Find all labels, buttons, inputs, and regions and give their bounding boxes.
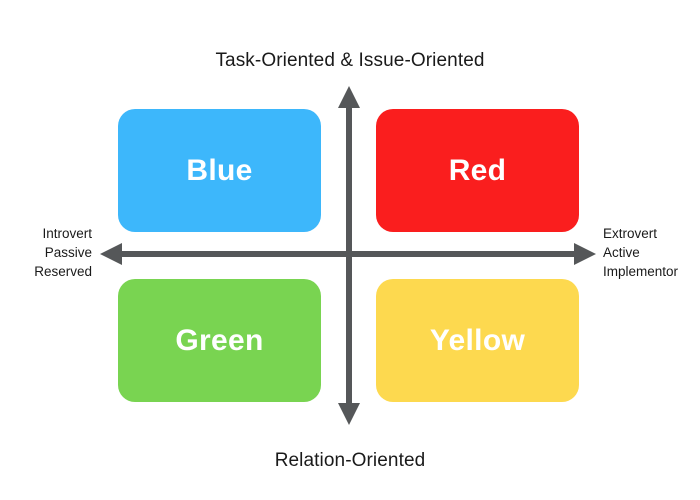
arrow-up-icon	[338, 86, 360, 108]
horizontal-axis-line	[115, 251, 585, 257]
left-axis-label-3: Reserved	[34, 264, 92, 279]
quadrant-red[interactable]: Red	[376, 109, 579, 232]
arrow-left-icon	[100, 243, 122, 265]
quadrant-yellow[interactable]: Yellow	[376, 279, 579, 402]
quadrant-red-label: Red	[448, 153, 507, 187]
top-axis-title: Task-Oriented & Issue-Oriented	[215, 50, 485, 71]
arrow-down-icon	[338, 403, 360, 425]
quadrant-green-label: Green	[175, 323, 264, 357]
quadrant-blue[interactable]: Blue	[118, 109, 321, 232]
right-axis-label-1: Extrovert	[603, 226, 658, 241]
arrow-right-icon	[574, 243, 596, 265]
left-axis-labels: Introvert Passive Reserved	[0, 224, 92, 281]
right-axis-label-3: Implementor	[603, 264, 679, 279]
quadrant-blue-label: Blue	[186, 153, 253, 187]
right-axis-labels: Extrovert Active Implementor	[603, 224, 700, 281]
left-axis-label-2: Passive	[44, 245, 92, 260]
bottom-axis-title: Relation-Oriented	[274, 450, 426, 471]
left-axis-label-1: Introvert	[42, 226, 92, 241]
quadrant-yellow-label: Yellow	[429, 323, 526, 357]
right-axis-label-2: Active	[603, 245, 640, 260]
quadrant-green[interactable]: Green	[118, 279, 321, 402]
